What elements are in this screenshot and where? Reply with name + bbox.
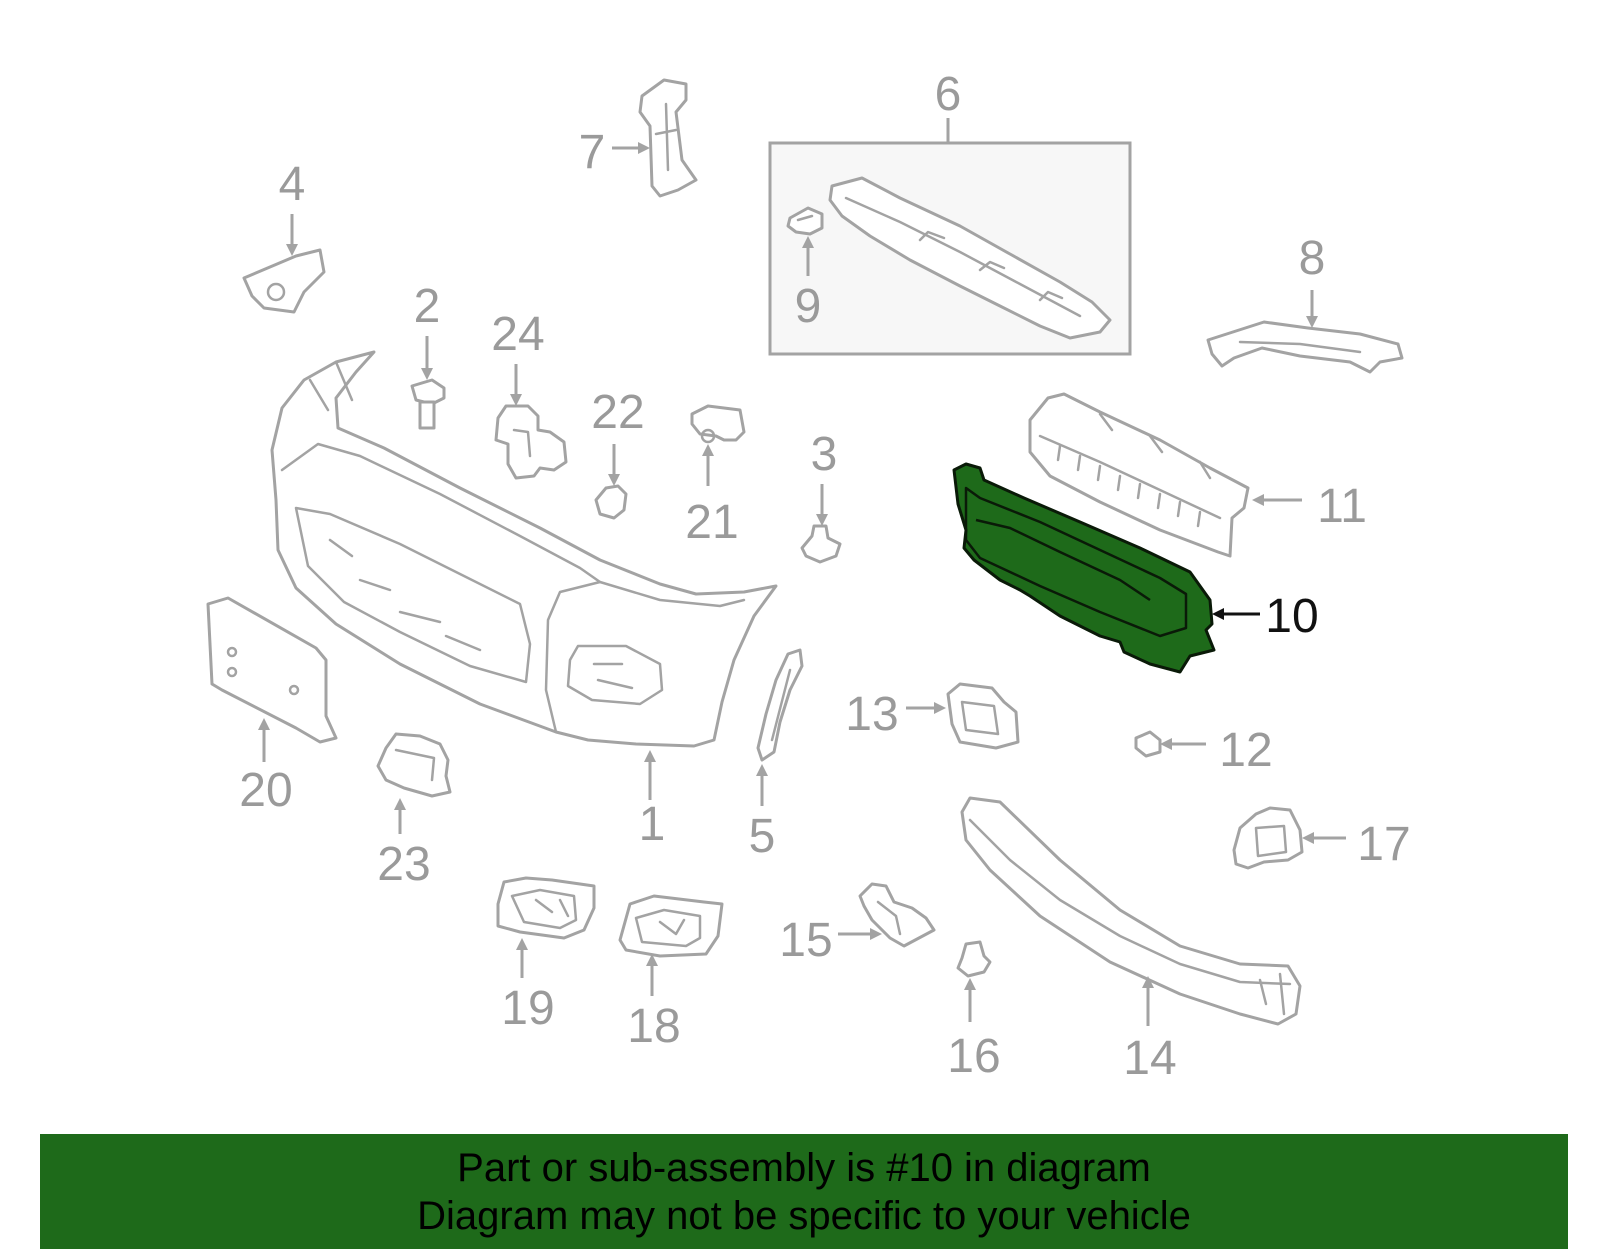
part-6-reinforcement[interactable] [828,176,1112,340]
banner-line-1: Part or sub-assembly is #10 in diagram [457,1146,1151,1190]
part-3-clip[interactable]: 3 [800,428,842,564]
callout-6[interactable]: 6 [935,68,962,121]
callout-17[interactable]: 17 [1357,818,1410,871]
callout-20[interactable]: 20 [239,764,292,817]
callout-1[interactable]: 1 [639,798,666,851]
callout-11[interactable]: 11 [1317,480,1367,533]
callout-21[interactable]: 21 [685,496,738,549]
part-20-license-bracket[interactable]: 20 [206,596,338,817]
part-9-clip[interactable]: 9 [786,206,824,333]
part-12-nut[interactable]: 12 [1134,724,1273,777]
callout-8[interactable]: 8 [1299,232,1326,285]
part-13-bracket[interactable]: 13 [845,682,1020,750]
part-1-bumper-cover[interactable]: 1 [270,350,778,851]
callout-5[interactable]: 5 [749,810,776,863]
banner-line-2: Diagram may not be specific to your vehi… [417,1194,1191,1238]
callout-10[interactable]: 10 [1265,590,1318,643]
info-banner: Part or sub-assembly is #10 in diagram D… [40,1134,1568,1249]
callout-12[interactable]: 12 [1219,724,1272,777]
callout-2[interactable]: 2 [414,280,441,333]
callout-24[interactable]: 24 [491,308,544,361]
callout-15[interactable]: 15 [779,914,832,967]
part-24-sensor[interactable]: 24 [491,308,568,480]
part-11-absorber[interactable]: 11 [1028,392,1367,558]
part-22-grommet[interactable]: 22 [591,386,645,520]
part-14-beam[interactable]: 14 [960,796,1302,1085]
part-5-strip[interactable]: 5 [749,648,804,863]
part-7-bracket[interactable]: 7 [579,78,698,198]
part-8-bracket[interactable]: 8 [1206,232,1404,374]
callout-13[interactable]: 13 [845,688,898,741]
part-21-bracket[interactable]: 21 [685,404,746,549]
callout-9[interactable]: 9 [795,280,822,333]
part-10-highlighted[interactable]: 10 [952,462,1319,674]
callout-23[interactable]: 23 [377,838,430,891]
callout-3[interactable]: 3 [811,428,838,481]
callout-7[interactable]: 7 [579,126,606,179]
part-2-bolt[interactable]: 2 [410,280,446,430]
part-19-fog-bezel[interactable]: 19 [496,876,596,1035]
callout-14[interactable]: 14 [1123,1032,1176,1085]
callout-16[interactable]: 16 [947,1030,1000,1083]
callout-19[interactable]: 19 [501,982,554,1035]
part-23-switch[interactable]: 23 [376,732,452,891]
part-15-bracket[interactable]: 15 [779,882,936,967]
part-17-bracket[interactable]: 17 [1232,806,1411,871]
part-18-fog-bezel[interactable]: 18 [618,894,724,1053]
callout-22[interactable]: 22 [591,386,644,439]
part-16-clip[interactable]: 16 [947,940,1001,1083]
callout-4[interactable]: 4 [279,158,306,211]
part-4-bracket[interactable]: 4 [242,158,326,314]
callout-18[interactable]: 18 [627,1000,680,1053]
